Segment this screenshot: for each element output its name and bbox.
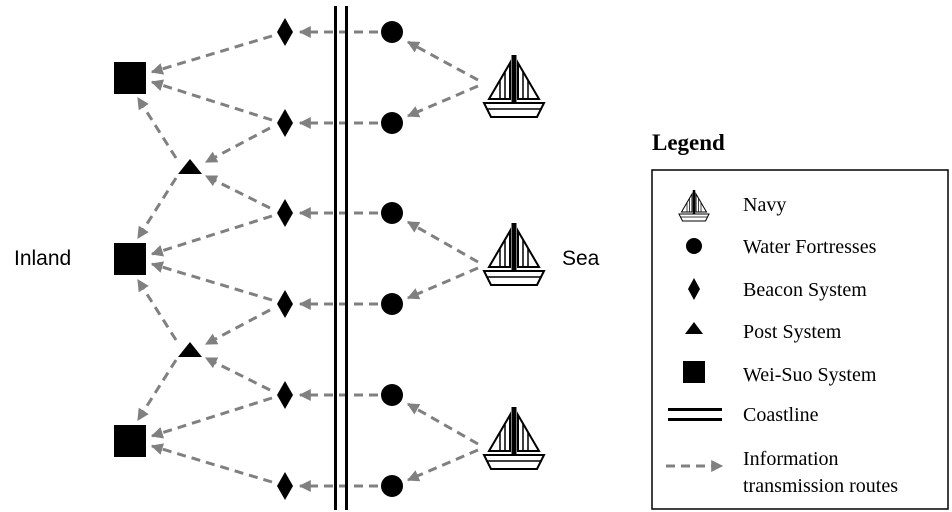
route-ship1-fortress1 bbox=[406, 40, 479, 82]
beacon-symbols bbox=[277, 18, 293, 500]
water-fortress-circle bbox=[381, 293, 403, 315]
legend-wei-suo-system-label: Wei-Suo System bbox=[743, 364, 877, 386]
legend-coastline-icon bbox=[668, 408, 722, 421]
route-beacon6-weisuo3 bbox=[150, 443, 273, 484]
navy-ship-icon bbox=[483, 54, 545, 118]
wei-suo-symbols bbox=[114, 62, 146, 457]
navy-ship-icon bbox=[483, 222, 545, 286]
navy-ship-icon bbox=[483, 406, 545, 470]
route-post1-weisuo2 bbox=[136, 177, 178, 240]
route-beacon3-post1 bbox=[204, 174, 271, 210]
navy-ships bbox=[483, 54, 545, 470]
water-fortress-circle bbox=[381, 112, 403, 134]
route-beacon5-post2 bbox=[204, 356, 271, 392]
route-beacon2-post1 bbox=[204, 126, 271, 164]
legend-water-fortresses-label: Water Fortresses bbox=[743, 236, 877, 258]
legend-navy-label: Navy bbox=[743, 194, 786, 216]
legend-routes-label-line1: Information bbox=[743, 448, 839, 470]
beacon-diamond bbox=[277, 290, 293, 318]
legend-post-icon bbox=[685, 322, 703, 334]
route-ship1-fortress2 bbox=[406, 84, 479, 118]
beacon-diamond bbox=[277, 472, 293, 500]
beacon-diamond bbox=[277, 381, 293, 409]
legend-beacon-icon bbox=[688, 278, 700, 300]
water-fortress-circle bbox=[381, 384, 403, 406]
legend-beacon-system-label: Beacon System bbox=[743, 279, 867, 301]
beacon-diamond bbox=[277, 18, 293, 46]
legend-coastline-label: Coastline bbox=[743, 404, 819, 426]
beacon-diamond bbox=[277, 199, 293, 227]
legend-post-system-label: Post System bbox=[743, 321, 842, 343]
route-post1-weisuo1 bbox=[136, 96, 178, 159]
route-ship2-fortress3 bbox=[406, 220, 479, 264]
route-beacon4-post2 bbox=[204, 308, 271, 346]
sea-label: Sea bbox=[562, 247, 600, 270]
route-post2-weisuo2 bbox=[136, 278, 178, 341]
route-ship3-fortress6 bbox=[406, 448, 479, 482]
route-ship2-fortress4 bbox=[406, 266, 479, 300]
route-beacon2-weisuo1 bbox=[150, 79, 273, 122]
wei-suo-square bbox=[114, 243, 146, 275]
route-beacon4-weisuo2 bbox=[150, 261, 273, 302]
wei-suo-square bbox=[114, 425, 146, 457]
water-fortress-circle bbox=[381, 21, 403, 43]
route-beacon3-weisuo2 bbox=[150, 214, 273, 257]
legend-water-fortress-icon bbox=[686, 238, 702, 254]
legend-box bbox=[651, 169, 949, 510]
transmission-routes bbox=[136, 26, 479, 492]
route-beacon1-weisuo1 bbox=[150, 34, 273, 75]
legend-routes-label-line2: transmission routes bbox=[743, 475, 898, 497]
wei-suo-square bbox=[114, 62, 146, 94]
water-fortress-circle bbox=[381, 202, 403, 224]
post-symbols bbox=[178, 159, 202, 357]
legend-wei-suo-icon bbox=[683, 361, 705, 383]
route-ship3-fortress5 bbox=[406, 402, 479, 446]
water-fortress-circle bbox=[381, 475, 403, 497]
legend: Legend Navy Water Fortresses Beacon Syst… bbox=[651, 130, 949, 510]
post-triangle bbox=[178, 342, 202, 357]
inland-label: Inland bbox=[14, 247, 71, 270]
coastline bbox=[334, 6, 348, 510]
post-triangle bbox=[178, 159, 202, 174]
route-beacon5-weisuo3 bbox=[150, 396, 273, 439]
legend-title: Legend bbox=[652, 130, 725, 155]
water-fortress-symbols bbox=[381, 21, 403, 497]
route-post2-weisuo3 bbox=[136, 359, 178, 422]
beacon-diamond bbox=[277, 109, 293, 137]
